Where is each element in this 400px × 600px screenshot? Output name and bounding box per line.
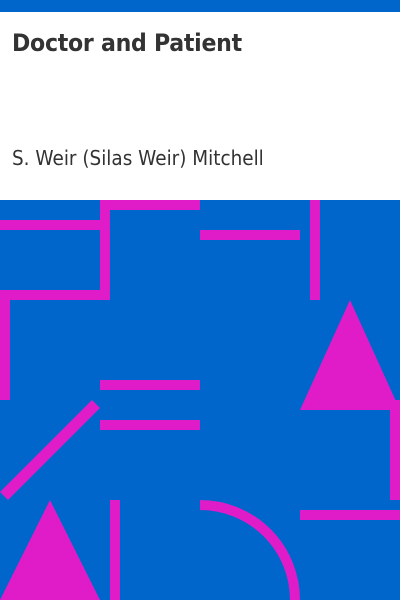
pattern-bar (110, 500, 120, 600)
pattern-bar (100, 200, 200, 210)
pattern-bar (390, 400, 400, 500)
book-author: S. Weir (Silas Weir) Mitchell (12, 146, 264, 170)
pattern-bar (100, 420, 200, 430)
pattern-bar (0, 220, 110, 230)
pattern-bar (310, 200, 320, 300)
pattern-diagonal (0, 400, 100, 500)
pattern-bar (100, 200, 110, 300)
pattern-bar (100, 380, 200, 390)
book-title: Doctor and Patient (12, 29, 242, 57)
top-color-bar (0, 0, 400, 12)
pattern-triangle (300, 300, 400, 410)
pattern-bar (200, 230, 300, 240)
pattern-bar (0, 300, 10, 400)
pattern-arc (199, 500, 300, 600)
pattern-triangle (0, 500, 100, 600)
pattern-bar (300, 510, 400, 520)
pattern-bar (0, 290, 110, 300)
cover-pattern (0, 200, 400, 600)
